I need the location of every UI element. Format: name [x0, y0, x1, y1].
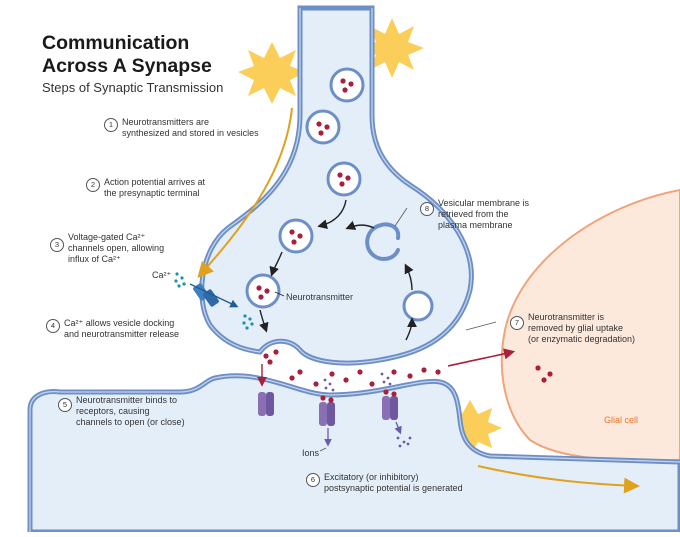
neurotransmitter-label: Neurotransmitter: [286, 292, 354, 302]
step-5-number: 5: [58, 398, 72, 412]
step-6-number: 6: [306, 473, 320, 487]
receptor-channel: [319, 395, 335, 426]
calcium-ions-inside: [242, 314, 254, 330]
step-4-line: Ca²⁺ allows vesicle docking: [64, 318, 175, 328]
step-2-line: Action potential arrives at: [104, 177, 206, 187]
step-7-leader: [465, 321, 497, 331]
glial-uptake-arrow: [447, 348, 516, 367]
step-4-text: Ca²⁺ allows vesicle docking and neurotra…: [64, 318, 179, 340]
ions-pointer: [319, 447, 327, 452]
empty-vesicle: [402, 290, 434, 322]
ions-label: Ions: [302, 448, 320, 458]
step-8-leader: [394, 207, 408, 227]
calcium-influx-arrow: [189, 283, 239, 308]
calcium-ions-outside: [174, 272, 186, 288]
recycle-arrow: [404, 263, 414, 291]
vesicle: [305, 109, 341, 145]
postsynaptic-potential-arrow: [477, 465, 640, 494]
receptor-channel: [258, 392, 274, 416]
glial-cell-label: Glial cell: [604, 415, 639, 425]
neurotransmitter-pointer: [274, 291, 285, 297]
step-2-number: 2: [86, 178, 100, 192]
ions-outside: [323, 372, 392, 392]
step-7-number: 7: [510, 316, 524, 330]
released-neurotransmitters: [263, 349, 441, 387]
step-4-number: 4: [46, 319, 60, 333]
step-7-line: removed by glial uptake: [528, 323, 624, 333]
step-5-line: Neurotransmitter binds to: [76, 395, 178, 405]
step-6-line: Excitatory (or inhibitory): [324, 472, 419, 482]
step-6-line: postsynaptic potential is generated: [324, 483, 463, 493]
step-3-line: influx of Ca²⁺: [68, 254, 121, 264]
step-8-line: retrieved from the: [438, 209, 509, 219]
step-3-line: channels open, allowing: [68, 243, 165, 253]
step-1-number: 1: [104, 118, 118, 132]
spark-icon-top-right: [360, 18, 424, 78]
vesicle-path-arrow: [259, 309, 269, 333]
ion-flow-arrow: [394, 421, 402, 435]
ions-inside: [396, 436, 412, 448]
step-2-line: the presynaptic terminal: [104, 188, 200, 198]
spark-icon-top-left: [238, 42, 306, 104]
page-title-line2: Across A Synapse: [42, 55, 212, 77]
calcium-label: Ca²⁺: [152, 270, 172, 280]
step-8-line: plasma membrane: [438, 220, 513, 230]
step-7-text: Neurotransmitter is removed by glial upt…: [528, 312, 635, 345]
neurotransmitter-removed: [535, 365, 553, 383]
step-3-text: Voltage-gated Ca²⁺ channels open, allowi…: [68, 232, 164, 265]
step-1-line: Neurotransmitters are: [122, 117, 210, 127]
step-8-line: Vesicular membrane is: [438, 198, 530, 208]
receptor-channel: [382, 389, 398, 420]
step-2-text: Action potential arrives at the presynap…: [104, 177, 205, 199]
step-7-line: (or enzymatic degradation): [528, 334, 636, 344]
step-8-text: Vesicular membrane is retrieved from the…: [438, 198, 529, 231]
vesicle: [278, 218, 314, 254]
step-5-line: receptors, causing: [76, 406, 150, 416]
step-1-line: synthesized and stored in vesicles: [122, 128, 259, 138]
step-6-text: Excitatory (or inhibitory) postsynaptic …: [324, 472, 463, 494]
vesicle-docking: [245, 273, 281, 309]
vesicle-path-arrow: [317, 199, 347, 230]
action-potential-arrow: [197, 107, 293, 278]
recycle-arrow: [405, 317, 417, 341]
page-subtitle: Steps of Synaptic Transmission: [42, 80, 224, 95]
step-5-text: Neurotransmitter binds to receptors, cau…: [76, 395, 185, 428]
step-1-text: Neurotransmitters are synthesized and st…: [122, 117, 259, 139]
retrieved-membrane: [365, 222, 401, 261]
recycle-arrow: [345, 220, 375, 230]
step-3-number: 3: [50, 238, 64, 252]
vesicle: [326, 161, 362, 197]
step-5-line: channels to open (or close): [76, 417, 185, 427]
page-title: Communication: [42, 32, 190, 54]
step-3-line: Voltage-gated Ca²⁺: [68, 232, 146, 242]
step-7-line: Neurotransmitter is: [528, 312, 605, 322]
step-4-line: and neurotransmitter release: [64, 329, 180, 339]
step-8-number: 8: [420, 202, 434, 216]
vesicle-path-arrow: [269, 251, 283, 277]
vesicle: [329, 67, 365, 103]
